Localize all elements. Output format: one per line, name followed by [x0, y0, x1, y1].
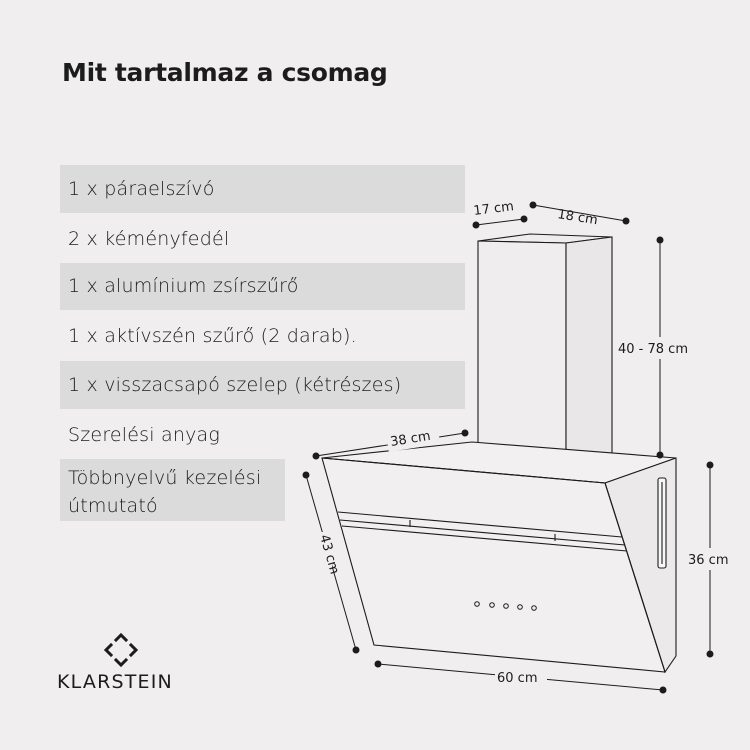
dim-chimney-width: 18 cm [556, 207, 598, 228]
list-item-manual: Többnyelvű kezelési útmutató [60, 459, 285, 521]
dim-chimney-height: 40 - 78 cm [618, 342, 688, 357]
klarstein-logo-icon [103, 632, 139, 668]
control-buttons [474, 601, 537, 611]
dim-hood-width: 60 cm [497, 671, 538, 686]
list-item-mounting-material: Szerelési anyag [68, 424, 220, 446]
dim-hood-height: 36 cm [688, 553, 729, 568]
page-title: Mit tartalmaz a csomag [62, 58, 388, 87]
list-item-check-valve: 1 x visszacsapó szelep (kétrészes) [60, 361, 465, 409]
dim-chimney-depth: 17 cm [473, 199, 515, 219]
list-item-chimney-cover: 2 x kéményfedél [68, 228, 230, 250]
brand-name: KLARSTEIN [57, 671, 173, 693]
list-item-grease-filter: 1 x alumínium zsírszűrő [60, 263, 465, 310]
list-item-carbon-filter: 1 x aktívszén szűrő (2 darab). [68, 325, 357, 347]
list-item-hood: 1 x páraelszívó [60, 165, 465, 213]
dim-hood-depth: 38 cm [389, 429, 431, 450]
